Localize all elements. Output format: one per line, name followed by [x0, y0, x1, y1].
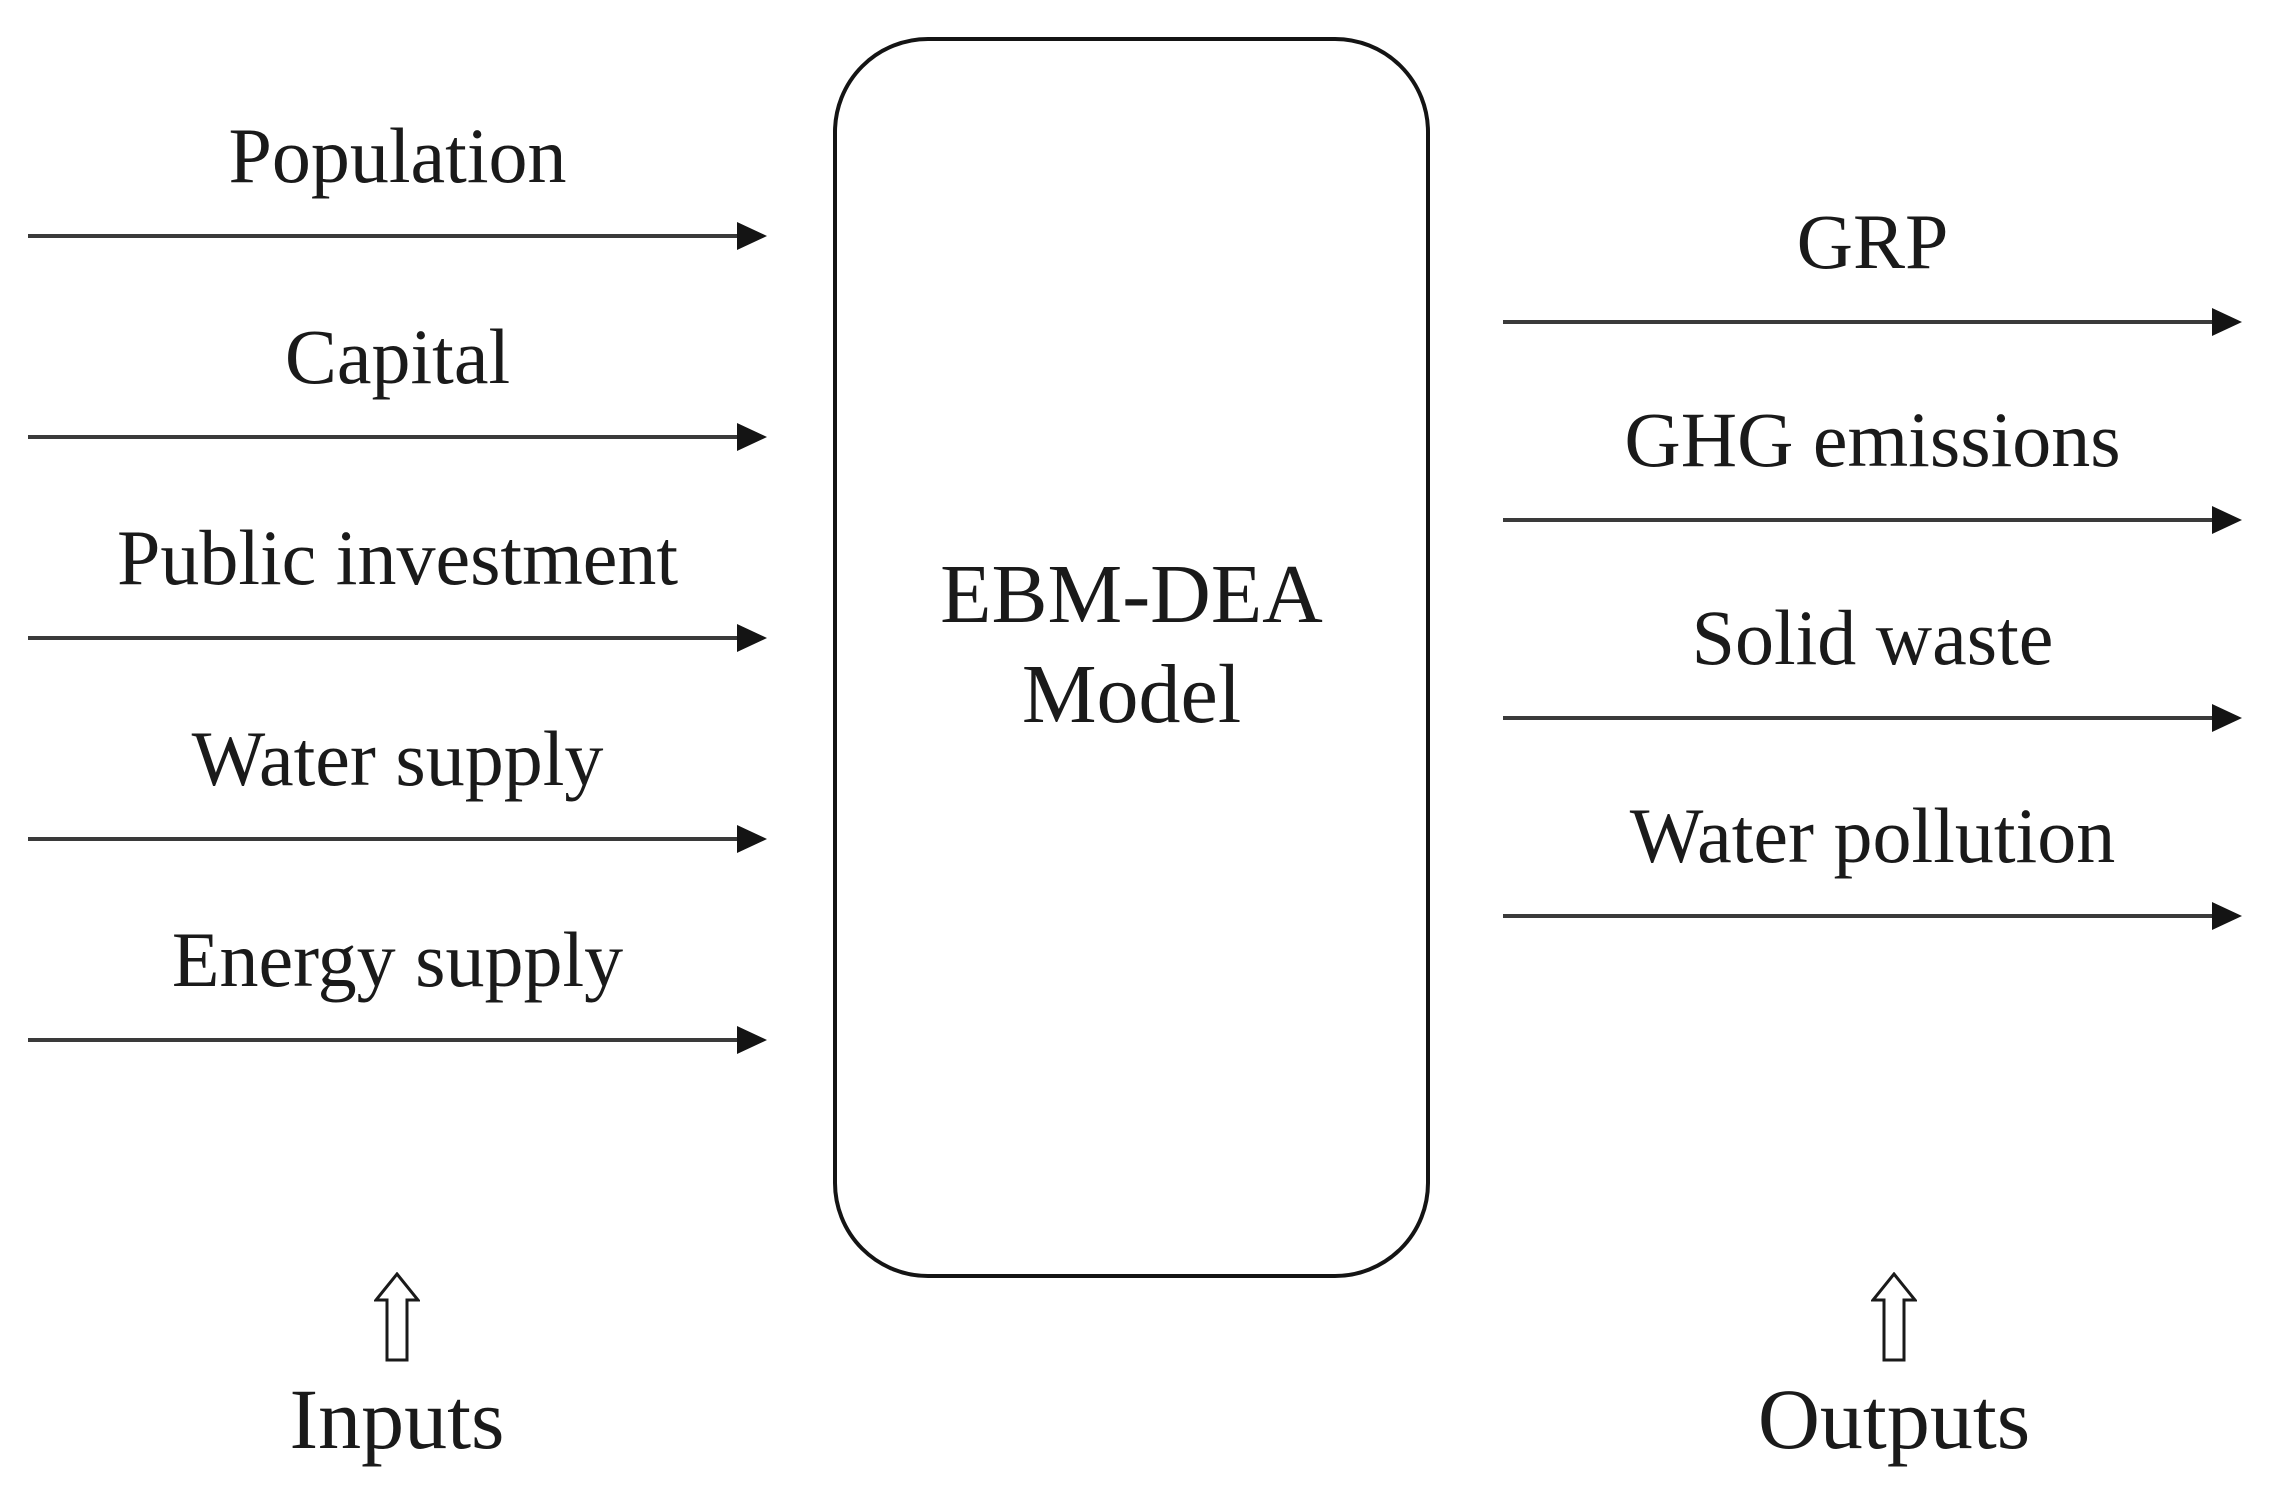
output-label-ghg-emissions: GHG emissions [1624, 396, 2121, 483]
output-label-grp: GRP [1796, 198, 1949, 285]
input-label-population: Population [228, 112, 567, 199]
input-arrow-energy-supply [28, 1024, 767, 1056]
output-label-water-pollution: Water pollution [1629, 792, 2116, 879]
arrow-line [1503, 914, 2218, 918]
arrow-line [28, 837, 743, 841]
arrow-line [28, 234, 743, 238]
right-arrowhead-icon [2212, 506, 2242, 534]
inputs-legend: Inputs [197, 1272, 597, 1462]
right-arrowhead-icon [737, 1026, 767, 1054]
arrow-line [1503, 518, 2218, 522]
up-arrow-icon [374, 1272, 420, 1362]
arrow-line [28, 636, 743, 640]
input-label-capital: Capital [284, 313, 511, 400]
right-arrowhead-icon [737, 624, 767, 652]
input-label-energy-supply: Energy supply [171, 916, 624, 1003]
model-title-line2: Model [1021, 648, 1242, 741]
output-arrow-solid-waste [1503, 702, 2242, 734]
inputs-legend-label: Inputs [289, 1371, 505, 1467]
arrow-line [1503, 716, 2218, 720]
arrow-line [28, 1038, 743, 1042]
input-arrow-water-supply [28, 823, 767, 855]
arrow-line [1503, 320, 2218, 324]
model-box-title: EBM-DEA Model [833, 545, 1430, 745]
right-arrowhead-icon [737, 423, 767, 451]
input-arrow-public-investment [28, 622, 767, 654]
model-title-line1: EBM-DEA [940, 548, 1323, 641]
input-arrow-population [28, 220, 767, 252]
outputs-legend-label: Outputs [1757, 1371, 2031, 1467]
up-arrow-icon [1871, 1272, 1917, 1362]
right-arrowhead-icon [737, 222, 767, 250]
right-arrowhead-icon [2212, 308, 2242, 336]
right-arrowhead-icon [2212, 704, 2242, 732]
input-label-water-supply: Water supply [191, 715, 604, 802]
model-box [833, 37, 1430, 1278]
output-label-solid-waste: Solid waste [1691, 594, 2054, 681]
right-arrowhead-icon [2212, 902, 2242, 930]
output-arrow-water-pollution [1503, 900, 2242, 932]
input-arrow-capital [28, 421, 767, 453]
output-arrow-ghg-emissions [1503, 504, 2242, 536]
output-arrow-grp [1503, 306, 2242, 338]
right-arrowhead-icon [737, 825, 767, 853]
input-label-public-investment: Public investment [116, 514, 679, 601]
arrow-line [28, 435, 743, 439]
outputs-legend: Outputs [1694, 1272, 2094, 1462]
